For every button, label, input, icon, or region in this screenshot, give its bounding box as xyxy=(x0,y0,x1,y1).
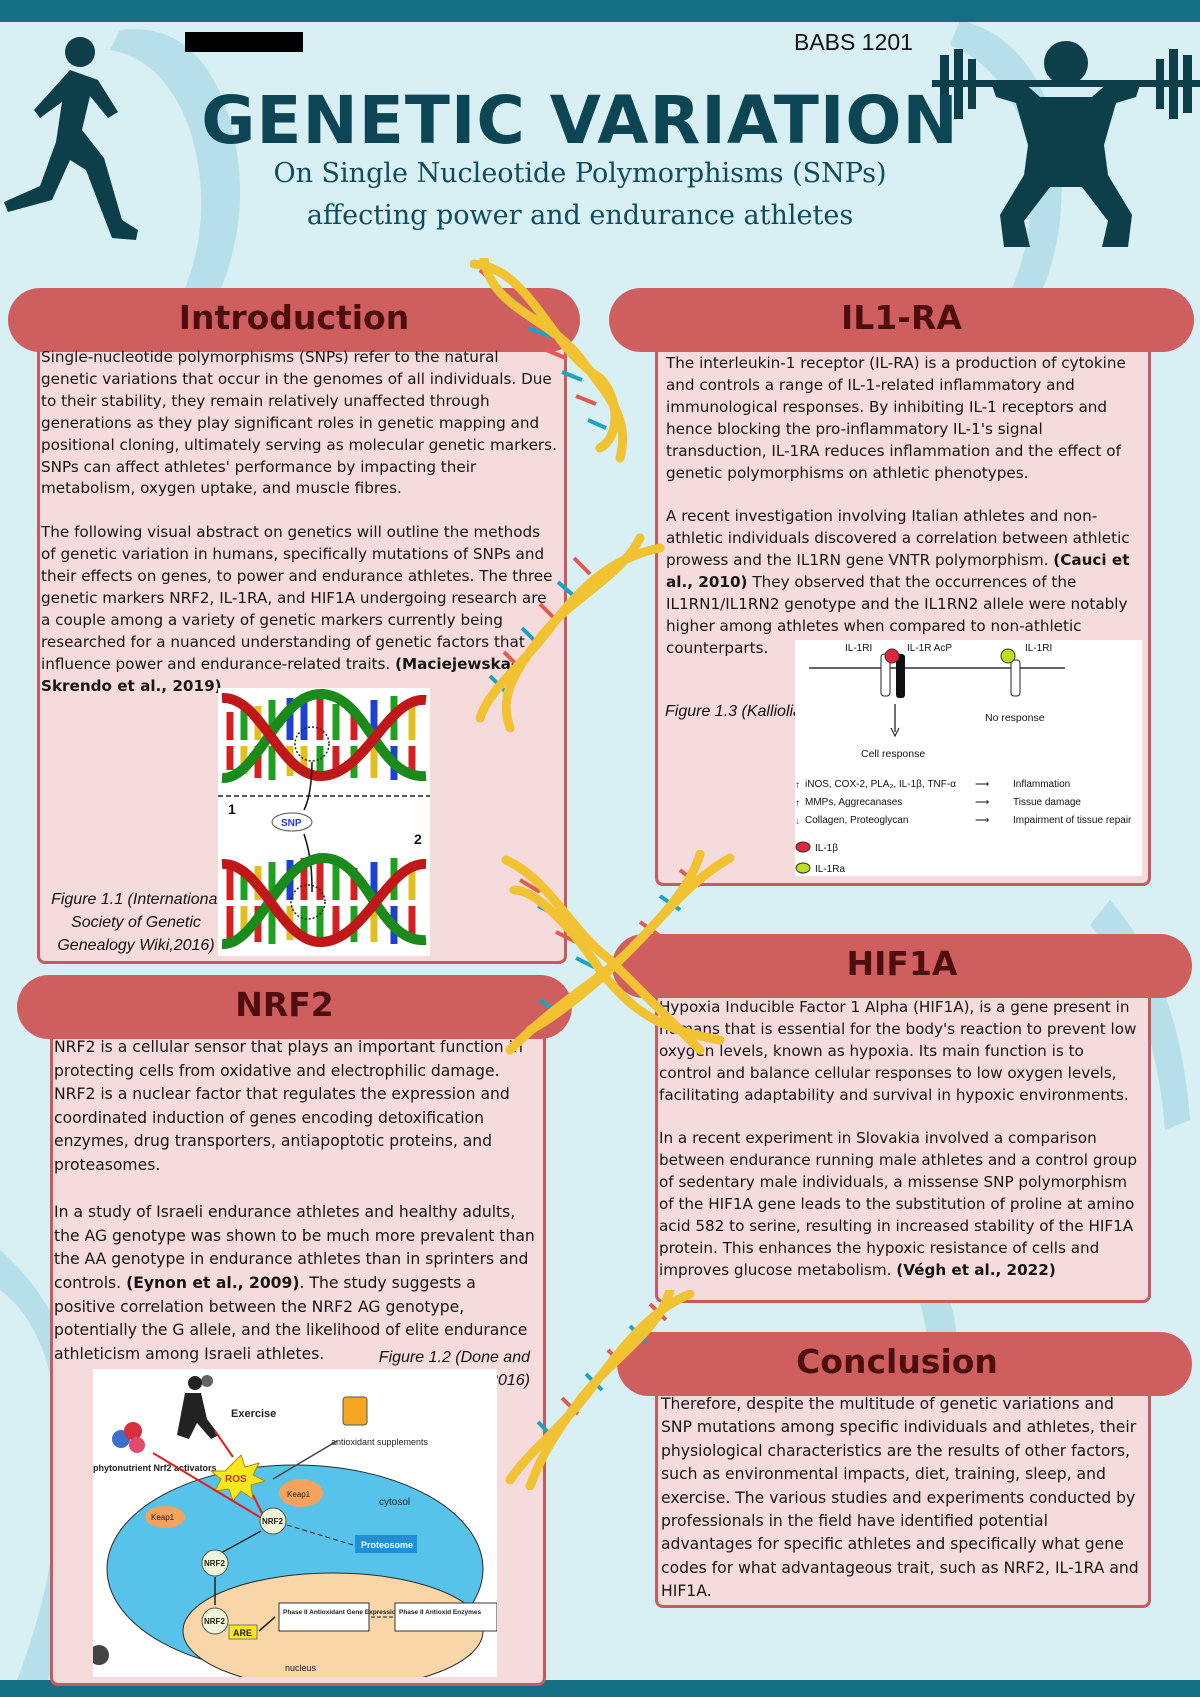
antioxidant-label: antioxidant supplements xyxy=(331,1437,429,1447)
conclusion-paragraph-1: Therefore, despite the multitude of gene… xyxy=(661,1395,1139,1601)
hif1a-panel xyxy=(655,990,1151,1303)
figure-label-two: 2 xyxy=(414,831,422,847)
svg-text:↓: ↓ xyxy=(795,816,800,827)
svg-text:↑: ↑ xyxy=(795,780,800,791)
introduction-heading: Introduction xyxy=(178,298,410,337)
snp-label: SNP xyxy=(281,818,302,829)
dna-helix-decoration-top xyxy=(470,258,665,733)
nrf2-node-label: NRF2 xyxy=(262,1517,283,1526)
row2-left: MMPs, Aggrecanases xyxy=(805,797,902,808)
nucleus-label: nucleus xyxy=(285,1663,317,1673)
row3-left: Collagen, Proteoglycan xyxy=(805,815,908,826)
hif1a-heading-pill xyxy=(612,934,1192,998)
conclusion-panel xyxy=(655,1387,1151,1608)
legend-il1ra: IL-1Ra xyxy=(815,864,845,875)
no-response-label: No response xyxy=(985,712,1045,724)
nrf2-body: NRF2 is a cellular sensor that plays an … xyxy=(54,1036,536,1366)
nrf2-heading: NRF2 xyxy=(235,985,334,1024)
svg-text:⟶: ⟶ xyxy=(975,815,989,826)
cell-response-label: Cell response xyxy=(861,748,925,760)
are-label: ARE xyxy=(233,1628,252,1638)
course-code: BABS 1201 xyxy=(794,29,913,55)
row2-right: Tissue damage xyxy=(1013,797,1081,808)
conclusion-body: Therefore, despite the multitude of gene… xyxy=(661,1393,1141,1604)
citation: (Cauci et al., 2010) xyxy=(666,551,1130,592)
hif1a-paragraph-2: In a recent experiment in Slovakia invol… xyxy=(659,1129,1137,1279)
keap1-label-right: Keap1 xyxy=(287,1490,311,1499)
conclusion-heading-pill xyxy=(617,1332,1192,1396)
figure-label-one: 1 xyxy=(228,801,236,817)
hif1a-paragraph-1: Hypoxia Inducible Factor 1 Alpha (HIF1A)… xyxy=(659,998,1137,1104)
figure-1-1-caption: Figure 1.1 (International Society of Gen… xyxy=(51,891,221,954)
top-bar xyxy=(0,0,1200,22)
runner-silhouette-icon xyxy=(4,37,138,240)
dna-helix-decoration-middle xyxy=(501,850,735,1055)
snp-dna-figure: 1 2 SNP xyxy=(218,688,430,956)
citation: (Eynon et al., 2009) xyxy=(126,1273,300,1292)
exercise-label: Exercise xyxy=(231,1408,276,1420)
introduction-paragraph-2: The following visual abstract on genetic… xyxy=(41,523,553,695)
nrf2-paragraph-1: NRF2 is a cellular sensor that plays an … xyxy=(54,1038,523,1174)
row1-right: Inflammation xyxy=(1013,779,1070,790)
nrf2-node-label-3: NRF2 xyxy=(204,1617,225,1626)
receptor-mid-label: IL-1R AcP xyxy=(907,643,952,654)
redaction-bar xyxy=(185,32,303,52)
proteosome-label: Proteosome xyxy=(361,1540,413,1550)
svg-text:⟶: ⟶ xyxy=(975,797,989,808)
receptor-right-label: IL-1RI xyxy=(1025,643,1052,654)
nrf2-pathway-figure: Exercise antioxidant supplements phytonu… xyxy=(93,1369,497,1677)
weightlifter-silhouette-icon xyxy=(932,41,1200,247)
svg-text:⟶: ⟶ xyxy=(975,779,989,790)
introduction-paragraph-1: Single-nucleotide polymorphisms (SNPs) r… xyxy=(41,348,557,498)
poster-title: GENETIC VARIATION xyxy=(201,82,959,159)
nrf2-node-label-2: NRF2 xyxy=(204,1559,225,1568)
legend-il1b: IL-1β xyxy=(815,843,838,854)
citation: (Maciejewska-Skrendo et al., 2019) xyxy=(41,654,518,695)
il1ra-body: The interleukin-1 receptor (IL-RA) is a … xyxy=(666,353,1138,660)
il1ra-paragraph-1: The interleukin-1 receptor (IL-RA) is a … xyxy=(666,354,1126,482)
phase2-expression-label: Phase II Antioxidant Gene Expression xyxy=(283,1609,400,1616)
hif1a-heading: HIF1A xyxy=(846,944,958,983)
poster-subtitle-line2: affecting power and endurance athletes xyxy=(306,200,854,231)
ros-label: ROS xyxy=(225,1474,247,1485)
nrf2-heading-pill xyxy=(17,975,572,1039)
cytosol-label: cytosol xyxy=(379,1497,410,1508)
introduction-heading-pill xyxy=(8,288,580,352)
hif1a-body: Hypoxia Inducible Factor 1 Alpha (HIF1A)… xyxy=(659,997,1141,1282)
il1ra-heading-pill xyxy=(609,288,1194,352)
il1-receptor-figure: IL-1RI IL-1R AcP IL-1RI Cell response No… xyxy=(795,640,1142,876)
introduction-body: Single-nucleotide polymorphisms (SNPs) r… xyxy=(41,347,557,697)
keap1-label-left: Keap1 xyxy=(151,1513,175,1522)
citation: (Végh et al., 2022) xyxy=(896,1260,1056,1279)
nrf2-paragraph-2: In a study of Israeli endurance athletes… xyxy=(54,1203,535,1363)
phase2-enzymes-label: Phase II Antioxid Enzymes xyxy=(399,1609,482,1616)
dna-helix-decoration-bottom xyxy=(505,1290,695,1490)
conclusion-heading: Conclusion xyxy=(796,1342,998,1381)
row1-left: iNOS, COX-2, PLA₂, IL-1β, TNF-α xyxy=(805,779,956,790)
row3-right: Impairment of tissue repair xyxy=(1013,815,1132,826)
receptor-left-label: IL-1RI xyxy=(845,643,872,654)
il1ra-heading: IL1-RA xyxy=(841,298,962,337)
poster-subtitle-line1: On Single Nucleotide Polymorphisms (SNPs… xyxy=(273,158,887,189)
phytonutrient-label: phytonutrient Nrf2 activators xyxy=(93,1463,217,1473)
il1ra-paragraph-2: A recent investigation involving Italian… xyxy=(666,507,1130,657)
svg-text:↑: ↑ xyxy=(795,798,800,809)
